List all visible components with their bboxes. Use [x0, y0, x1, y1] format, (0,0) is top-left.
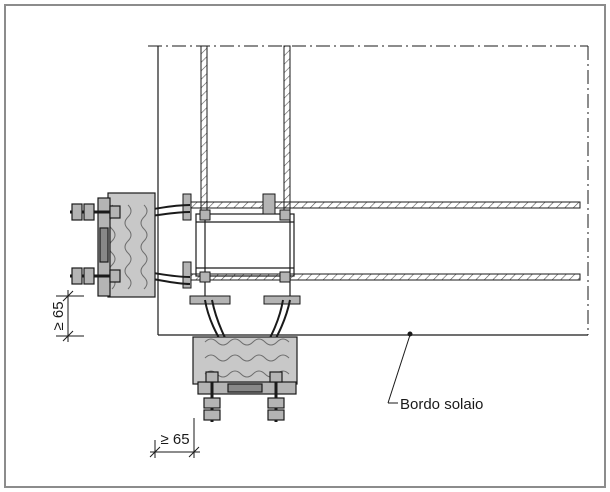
dimension-bottom-label: ≥ 65 [160, 431, 189, 448]
rebar-cage [195, 213, 295, 300]
callout-leader [387, 331, 413, 404]
bottom-bolt-assembly [197, 371, 297, 422]
dimension-side [56, 290, 84, 342]
dimension-bottom [149, 418, 200, 458]
dimension-side-label: ≥ 65 [50, 301, 67, 330]
left-bolt-assembly [70, 197, 121, 297]
callout-label: Bordo solaio [400, 396, 483, 413]
slab-outline [148, 45, 589, 336]
drawing-frame [4, 4, 606, 488]
